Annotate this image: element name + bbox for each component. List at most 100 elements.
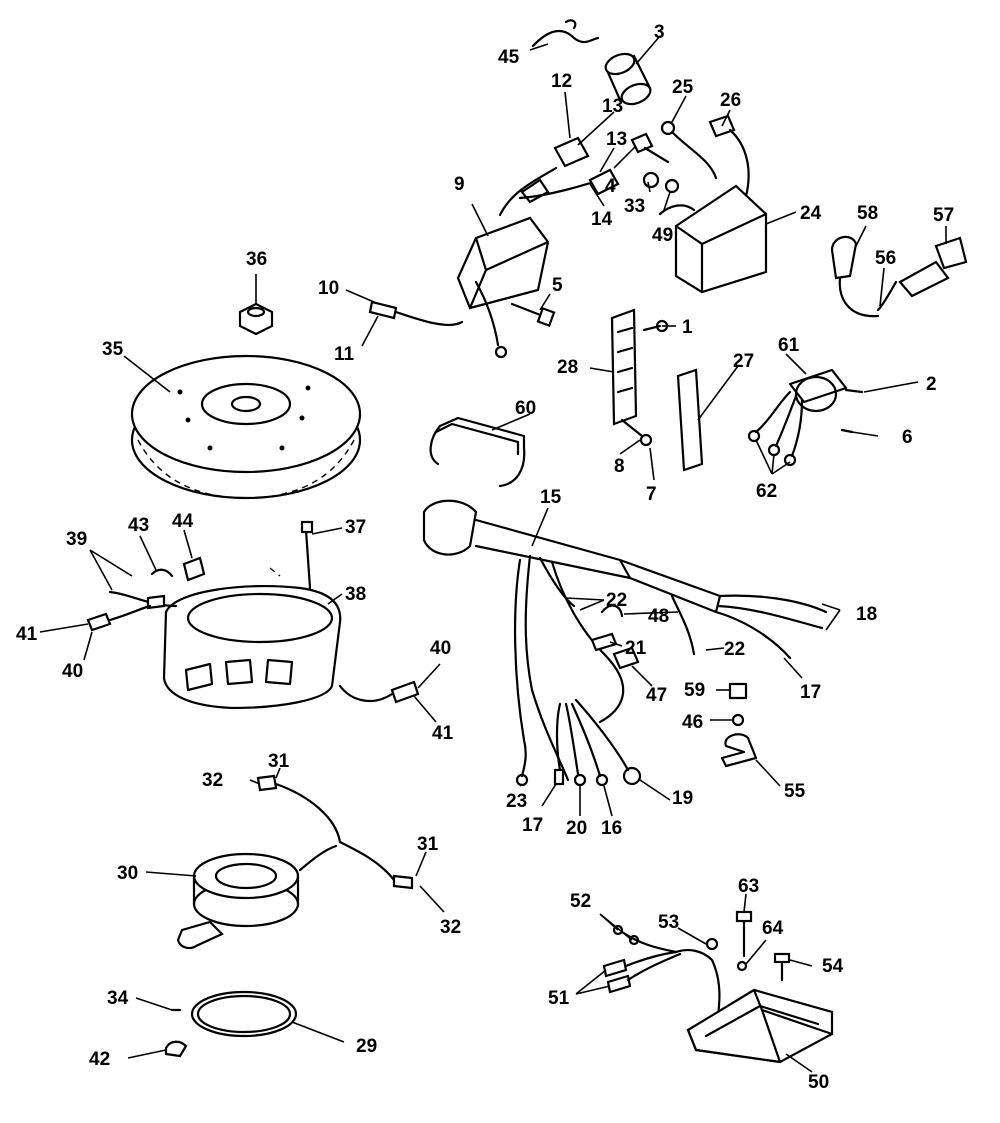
callout-38: 38 xyxy=(345,584,366,605)
callout-62: 62 xyxy=(756,481,777,502)
callout-30: 30 xyxy=(117,863,138,884)
callout-13: 13 xyxy=(602,96,623,117)
callout-5: 5 xyxy=(552,275,563,296)
callout-31: 31 xyxy=(268,751,290,772)
callout-8: 8 xyxy=(614,456,625,477)
callout-3: 3 xyxy=(654,22,665,43)
callout-59: 59 xyxy=(684,680,705,701)
callout-23: 23 xyxy=(506,791,527,812)
callout-2: 2 xyxy=(926,374,937,395)
callout-10: 10 xyxy=(318,278,339,299)
leader-lines xyxy=(39,35,947,1073)
callout-58: 58 xyxy=(857,203,878,224)
callout-labels: 45 3 12 13 13 14 4 33 49 25 26 24 9 10 1… xyxy=(16,22,954,1093)
callout-44: 44 xyxy=(172,511,194,532)
callout-35: 35 xyxy=(102,339,124,360)
callout-32: 32 xyxy=(202,770,223,791)
callout-25: 25 xyxy=(672,77,694,98)
callout-40: 40 xyxy=(430,638,451,659)
bolt-washer-set xyxy=(630,132,680,194)
power-pack-part xyxy=(456,216,550,359)
spark-plug-boot-part xyxy=(830,235,968,318)
stator-lead-part xyxy=(86,590,420,704)
callout-22: 22 xyxy=(606,590,627,611)
timer-base-part xyxy=(176,852,300,950)
callout-61: 61 xyxy=(778,335,800,356)
flywheel-part xyxy=(130,354,362,500)
callout-64: 64 xyxy=(762,918,784,939)
callout-46: 46 xyxy=(682,712,703,733)
callout-63: 63 xyxy=(738,876,759,897)
callout-54: 54 xyxy=(822,956,844,977)
retaining-bracket-part xyxy=(429,416,526,488)
callout-60: 60 xyxy=(515,398,536,419)
callout-41: 41 xyxy=(432,723,454,744)
callout-48: 48 xyxy=(648,606,669,627)
callout-51: 51 xyxy=(548,988,570,1009)
callout-17: 17 xyxy=(522,815,543,836)
callout-57: 57 xyxy=(933,205,954,226)
wiring-harness-part xyxy=(422,499,828,787)
clamp-screw-part xyxy=(720,682,758,768)
voltage-regulator-part xyxy=(686,988,834,1064)
callout-16: 16 xyxy=(601,818,622,839)
terminal-block-part xyxy=(610,308,669,447)
sensor-lead-part xyxy=(368,300,464,326)
timer-base-lead-part xyxy=(256,774,414,890)
callout-1: 1 xyxy=(682,317,693,338)
callout-28: 28 xyxy=(557,357,578,378)
rubber-strip-part xyxy=(676,368,704,472)
ground-wire-part xyxy=(660,114,750,198)
callout-24: 24 xyxy=(800,203,822,224)
wire-clip-part xyxy=(531,19,600,48)
callout-27: 27 xyxy=(733,351,754,372)
callout-34: 34 xyxy=(107,988,129,1009)
callout-32: 32 xyxy=(440,917,461,938)
callout-13: 13 xyxy=(606,129,627,150)
callout-12: 12 xyxy=(551,71,572,92)
callout-37: 37 xyxy=(345,517,366,538)
callout-36: 36 xyxy=(246,249,267,270)
callout-14: 14 xyxy=(591,209,613,230)
callout-33: 33 xyxy=(624,196,645,217)
connector-lead-part xyxy=(498,136,620,217)
callout-31: 31 xyxy=(417,834,439,855)
callout-45: 45 xyxy=(498,47,520,68)
callout-6: 6 xyxy=(902,427,913,448)
callout-9: 9 xyxy=(454,174,465,195)
callout-53: 53 xyxy=(658,912,679,933)
callout-43: 43 xyxy=(128,515,149,536)
terminal-cap-part xyxy=(604,52,652,106)
callout-29: 29 xyxy=(356,1036,377,1057)
callout-26: 26 xyxy=(720,90,741,111)
callout-22: 22 xyxy=(724,639,745,660)
callout-39: 39 xyxy=(66,529,87,550)
callout-7: 7 xyxy=(646,484,657,505)
callout-49: 49 xyxy=(652,225,673,246)
ignition-coil-part xyxy=(658,184,768,294)
callout-11: 11 xyxy=(334,344,355,365)
callout-42: 42 xyxy=(89,1049,110,1070)
callout-19: 19 xyxy=(672,788,693,809)
callout-56: 56 xyxy=(875,248,896,269)
flywheel-nut-part xyxy=(238,302,274,336)
callout-21: 21 xyxy=(625,638,647,659)
callout-15: 15 xyxy=(540,487,562,508)
callout-52: 52 xyxy=(570,891,591,912)
stator-part xyxy=(162,584,342,710)
mounting-screw-part xyxy=(510,302,556,328)
callout-47: 47 xyxy=(646,685,667,706)
callout-50: 50 xyxy=(808,1072,829,1093)
callout-20: 20 xyxy=(566,818,587,839)
callout-17: 17 xyxy=(800,682,821,703)
retaining-ring-part xyxy=(164,990,298,1058)
rectifier-part xyxy=(747,368,864,467)
stator-clip-part xyxy=(150,556,206,582)
callout-40: 40 xyxy=(62,661,83,682)
callout-4: 4 xyxy=(605,176,616,197)
regulator-lead-part xyxy=(602,924,721,1038)
callout-55: 55 xyxy=(784,781,806,802)
callout-41: 41 xyxy=(16,624,38,645)
callout-18: 18 xyxy=(856,604,877,625)
